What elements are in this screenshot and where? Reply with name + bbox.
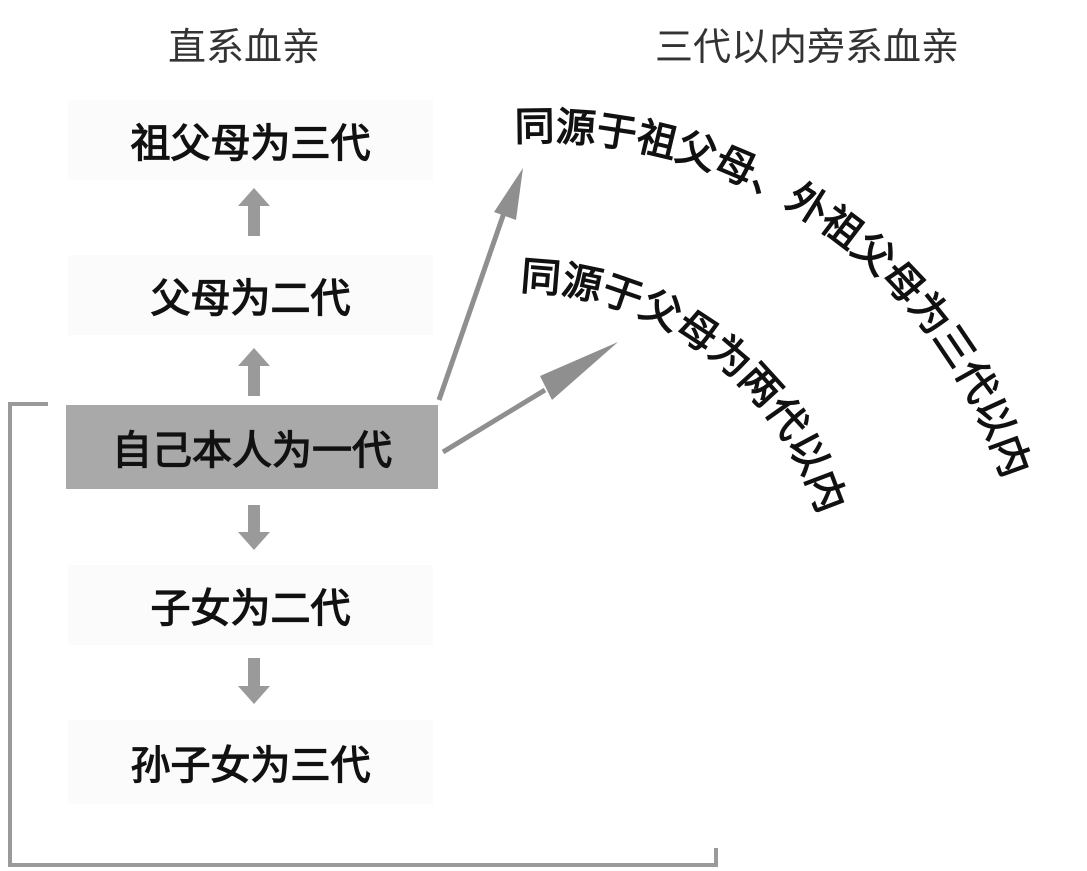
box-grandparents: 祖父母为三代 [68, 100, 433, 180]
arrow-up-to-grandparents [238, 188, 270, 236]
inner-arc-textpath: 同源于父母为两代以内 [519, 253, 854, 518]
box-self: 自己本人为一代 [66, 405, 438, 489]
inner-arc-text: 同源于父母为两代以内 [519, 253, 854, 518]
lineal-header: 直系血亲 [168, 25, 321, 69]
box-parents: 父母为二代 [68, 255, 433, 335]
arrow-up-to-parents [238, 348, 270, 396]
arrow-down-to-grandchildren [238, 658, 270, 704]
box-grandchildren: 孙子女为三代 [68, 720, 433, 804]
arrow-to-inner-arc [441, 342, 618, 455]
arrow-to-outer-arc [436, 168, 523, 401]
bracket-line [8, 402, 718, 867]
box-children: 子女为二代 [68, 565, 433, 645]
collateral-header: 三代以内旁系血亲 [655, 25, 960, 69]
arrow-down-to-children [238, 505, 270, 550]
